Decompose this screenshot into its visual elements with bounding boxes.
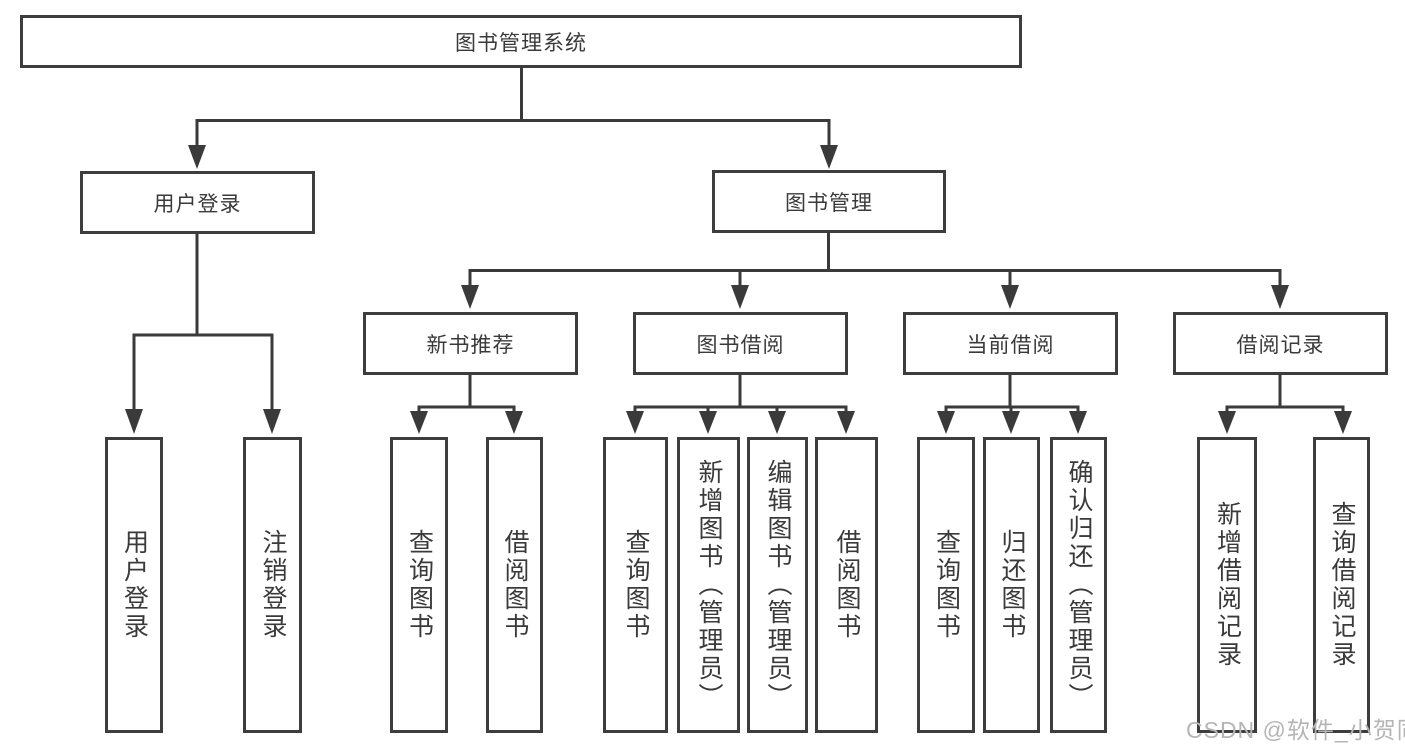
- leaf-label: 确认归还（管理员）: [1065, 459, 1093, 711]
- connector-book-borrow-children: [626, 375, 855, 434]
- csdn-watermark: CSDN @软件_小贺同学: [1186, 717, 1405, 743]
- leaf-user-login: 用户登录: [105, 437, 163, 733]
- node-label: 借阅记录: [1236, 333, 1325, 357]
- leaf-label: 归还图书: [998, 529, 1026, 641]
- leaf-label: 借阅图书: [833, 529, 861, 641]
- leaf-borrow-query-books: 查询图书: [603, 437, 668, 733]
- connector-borrow-records-children: [1218, 375, 1352, 434]
- node-label: 用户登录: [153, 192, 242, 216]
- node-label: 图书借阅: [696, 333, 785, 357]
- leaf-records-query-borrow-record: 查询借阅记录: [1313, 437, 1370, 733]
- leaf-current-confirm-return-admin: 确认归还（管理员）: [1050, 437, 1107, 733]
- node-label: 当前借阅: [966, 333, 1055, 357]
- leaf-logout: 注销登录: [243, 437, 302, 733]
- connector-current-borrow-children: [937, 375, 1087, 434]
- node-user-login: 用户登录: [80, 171, 315, 234]
- leaf-label: 用户登录: [120, 529, 149, 641]
- leaf-label: 查询图书: [932, 529, 961, 641]
- connector-book-management-to-level3: [461, 233, 1289, 309]
- node-library-management-system: 图书管理系统: [20, 15, 1022, 68]
- leaf-label: 查询图书: [405, 529, 434, 641]
- leaf-borrow-add-books-admin: 新增图书（管理员）: [677, 437, 740, 733]
- leaf-borrow-borrow-books: 借阅图书: [815, 437, 878, 733]
- node-borrow-records: 借阅记录: [1173, 312, 1388, 375]
- leaf-label: 编辑图书（管理员）: [764, 459, 792, 711]
- node-book-borrow: 图书借阅: [633, 312, 848, 375]
- leaf-borrow-edit-books-admin: 编辑图书（管理员）: [747, 437, 808, 733]
- leaf-current-return-books: 归还图书: [983, 437, 1040, 733]
- leaf-current-query-books: 查询图书: [917, 437, 975, 733]
- node-new-book-recommend: 新书推荐: [363, 312, 578, 375]
- leaf-label: 查询图书: [622, 529, 650, 641]
- node-current-borrow: 当前借阅: [903, 312, 1118, 375]
- leaf-label: 借阅图书: [501, 529, 529, 641]
- node-label: 图书管理: [785, 191, 873, 215]
- node-label: 新书推荐: [426, 333, 515, 357]
- node-book-management: 图书管理: [712, 170, 946, 233]
- leaf-label: 查询借阅记录: [1328, 501, 1356, 669]
- connector-new-book-children: [410, 375, 523, 434]
- leaf-label: 注销登录: [259, 529, 287, 641]
- leaf-label: 新增借阅记录: [1213, 501, 1242, 669]
- leaf-records-add-borrow-record: 新增借阅记录: [1197, 437, 1257, 733]
- leaf-newbook-borrow-books: 借阅图书: [486, 437, 543, 733]
- connector-root-to-level2: [188, 67, 838, 169]
- leaf-newbook-query-books: 查询图书: [390, 437, 448, 733]
- leaf-label: 新增图书（管理员）: [695, 459, 723, 711]
- node-label: 图书管理系统: [455, 31, 587, 55]
- connector-user-login-children: [125, 234, 281, 434]
